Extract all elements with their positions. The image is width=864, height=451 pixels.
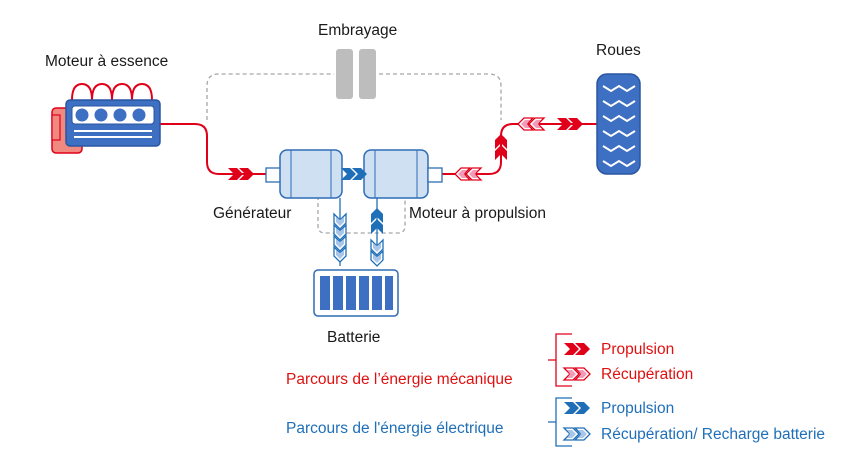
legend-mechanical-title: Parcours de l’énergie mécanique (286, 371, 513, 388)
electrical-legend-bracket (548, 397, 572, 447)
legend-elec-propulsion-chevron (564, 402, 590, 414)
legend-mechanical-recovery: Récupération (601, 366, 694, 383)
clutch-dashed-path (206, 73, 502, 120)
engine-label: Moteur à essence (45, 53, 169, 70)
motor-to-wheels-path (438, 123, 597, 175)
generator-icon (265, 149, 343, 199)
motor-label: Moteur à propulsion (409, 205, 546, 222)
legend-electrical-propulsion: Propulsion (601, 400, 675, 417)
legend-mech-recovery-chevron (563, 367, 591, 381)
clutch-label: Embrayage (318, 22, 398, 39)
battery-label: Batterie (327, 329, 381, 346)
generator-label: Générateur (213, 205, 292, 222)
generator-to-motor-chevron (341, 168, 367, 180)
legend-electrical-recovery: Récupération/ Recharge batterie (601, 426, 826, 443)
generator-motor-dashed-path (317, 196, 406, 234)
clutch-icon (336, 49, 376, 99)
legend-mech-propulsion-chevron (564, 343, 590, 355)
mechanical-legend-bracket (548, 333, 572, 387)
legend-mechanical-propulsion: Propulsion (601, 341, 675, 358)
engine-to-generator-path (160, 123, 268, 175)
legend-electrical-title: Parcours de l'énergie électrique (286, 420, 504, 437)
wheel-icon (596, 73, 641, 175)
propulsion-motor-icon (363, 149, 443, 199)
wheels-label: Roues (596, 42, 641, 59)
gasoline-engine-icon (51, 82, 161, 154)
battery-icon (313, 269, 399, 317)
legend-elec-recovery-chevron (563, 427, 591, 441)
